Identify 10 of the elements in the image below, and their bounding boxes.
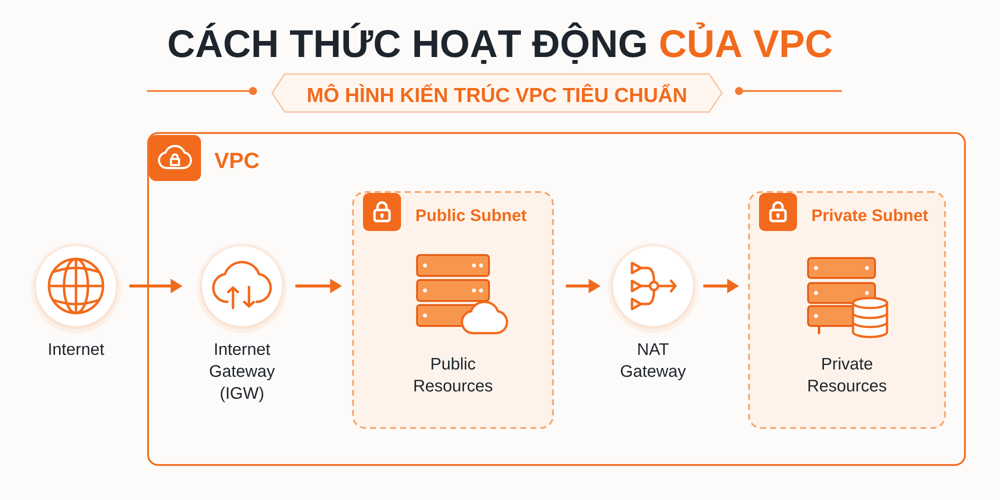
container-title: VPC — [214, 152, 259, 168]
node-label: Internet Gateway (IGW) — [210, 343, 275, 402]
subnet-title: Public Subnet — [416, 208, 526, 222]
title: CÁCH THỨC HOẠT ĐỘNG CỦA VPC — [168, 22, 832, 64]
node-label: Internet — [49, 343, 104, 355]
subnet-title: Private Subnet — [812, 208, 928, 222]
banner: MÔ HÌNH KIẾN TRÚC VPC TIÊU CHUẨN — [271, 73, 723, 113]
node-label: Private Resources — [808, 357, 886, 392]
node-label: NAT Gateway — [620, 343, 686, 380]
node-label: Public Resources — [414, 357, 492, 392]
